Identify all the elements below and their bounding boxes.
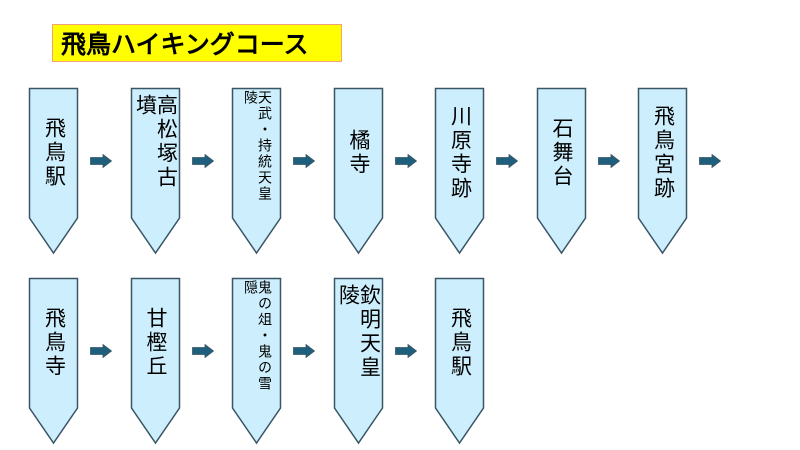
- course-stop: 石舞台: [536, 87, 587, 255]
- pentagon-marker-shape: [231, 277, 282, 445]
- stop-label: 欽明天皇陵: [336, 284, 382, 380]
- stop-label: 鬼の俎・鬼の雪隠: [242, 280, 272, 392]
- marker-outline: [130, 87, 180, 255]
- stop-label: 甘樫丘: [144, 307, 168, 379]
- stop-label: 飛鳥駅: [448, 307, 473, 379]
- course-stop: 飛鳥宮跡: [637, 87, 688, 255]
- pentagon-marker-shape: [637, 87, 688, 255]
- marker-outline: [333, 277, 383, 445]
- course-stop: 飛鳥駅: [28, 87, 79, 255]
- marker-outline: [28, 87, 79, 255]
- right-arrow-icon: [293, 154, 315, 168]
- course-stop: 川原寺跡: [434, 87, 485, 255]
- right-arrow-icon: [191, 344, 214, 358]
- pentagon-marker-shape: [28, 87, 79, 255]
- right-arrow-icon: [597, 154, 620, 168]
- pentagon-marker-shape: [333, 87, 383, 255]
- stop-label: 高松塚古墳: [133, 94, 179, 190]
- right-arrow-icon: [699, 154, 721, 168]
- pentagon-marker-shape: [536, 87, 586, 255]
- pentagon-marker-shape: [28, 277, 79, 445]
- pentagon-marker-shape: [231, 87, 282, 255]
- course-stop: 天武・持統天皇陵: [231, 87, 282, 255]
- right-arrow-icon: [90, 154, 112, 168]
- marker-outline: [333, 87, 383, 255]
- pentagon-marker-shape: [434, 277, 485, 445]
- course-stop: 飛鳥寺: [28, 277, 79, 445]
- stop-label: 飛鳥寺: [42, 307, 67, 379]
- course-stop: 飛鳥駅: [434, 277, 485, 445]
- right-arrow-icon: [90, 344, 112, 358]
- course-stop: 橘寺: [333, 87, 384, 255]
- marker-outline: [536, 87, 586, 255]
- course-stop: 欽明天皇陵: [333, 277, 384, 445]
- stop-label: 橘寺: [347, 129, 371, 177]
- marker-outline: [28, 277, 79, 445]
- course-title-box: 飛鳥ハイキングコース: [52, 24, 342, 62]
- stop-label: 飛鳥宮跡: [651, 105, 676, 201]
- marker-outline: [130, 277, 180, 445]
- marker-outline: [231, 87, 282, 255]
- pentagon-marker-shape: [130, 277, 180, 445]
- course-stop: 甘樫丘: [130, 277, 181, 445]
- right-arrow-icon: [293, 344, 315, 358]
- course-title: 飛鳥ハイキングコース: [61, 30, 309, 59]
- pentagon-marker-shape: [333, 277, 383, 445]
- right-arrow-icon: [191, 154, 214, 168]
- course-stop: 鬼の俎・鬼の雪隠: [231, 277, 282, 445]
- course-stop: 高松塚古墳: [130, 87, 181, 255]
- right-arrow-icon: [394, 344, 417, 358]
- pentagon-marker-shape: [434, 87, 485, 255]
- marker-outline: [637, 87, 688, 255]
- stop-label: 天武・持統天皇陵: [242, 90, 272, 202]
- marker-outline: [434, 87, 485, 255]
- stop-label: 飛鳥駅: [42, 117, 67, 189]
- right-arrow-icon: [394, 154, 417, 168]
- pentagon-marker-shape: [130, 87, 180, 255]
- marker-outline: [231, 277, 282, 445]
- stop-label: 石舞台: [550, 117, 574, 189]
- stop-label: 川原寺跡: [448, 105, 473, 201]
- right-arrow-icon: [496, 154, 518, 168]
- marker-outline: [434, 277, 485, 445]
